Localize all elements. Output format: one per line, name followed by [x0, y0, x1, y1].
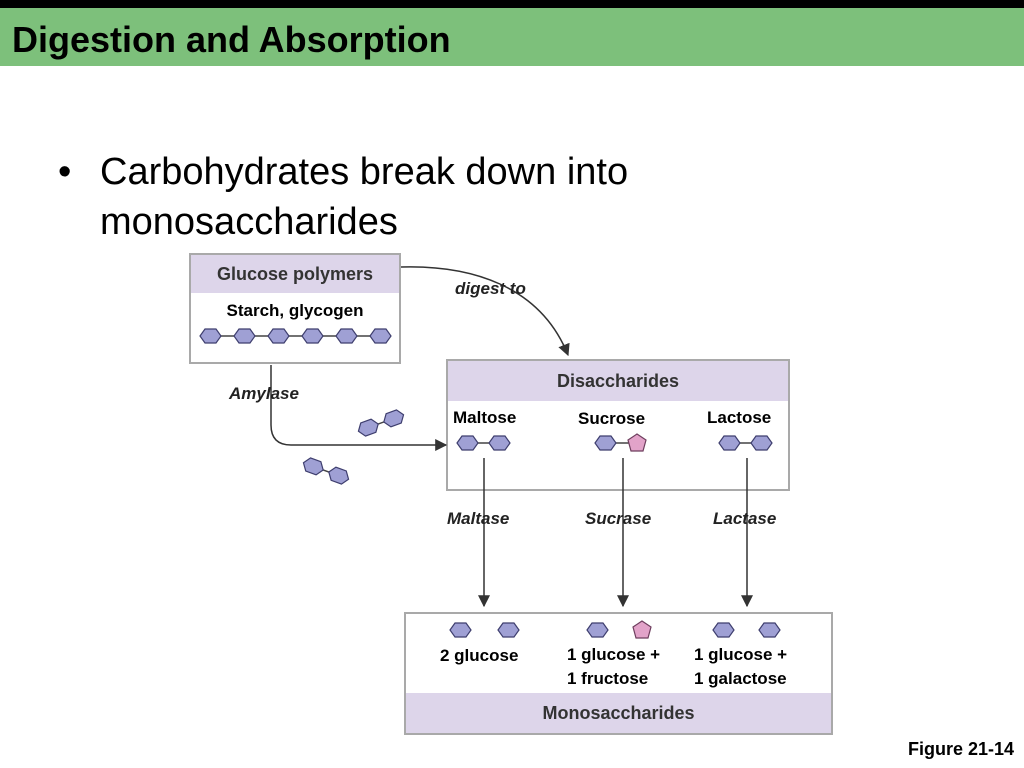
- disaccharides-box: Disaccharides: [446, 359, 790, 491]
- glucose-hexagon-icon: [586, 622, 609, 638]
- glucose-polymers-box: Glucose polymers Starch, glycogen: [189, 253, 401, 364]
- glucose-hexagon-icon: [449, 622, 472, 638]
- bullet-text: Carbohydrates break down into monosaccha…: [100, 151, 629, 243]
- product-lactose-line1: 1 glucose +: [694, 645, 788, 664]
- amylase-label: Amylase: [229, 384, 299, 403]
- maltose-label: Maltose: [453, 408, 517, 427]
- digest-to-label: digest to: [455, 279, 526, 298]
- free-maltose-icon: [357, 409, 405, 437]
- slide-title: Digestion and Absorption: [12, 19, 451, 60]
- sucrose-label: Sucrose: [578, 409, 646, 428]
- lactose-icon: [718, 435, 773, 451]
- starch-glycogen-label: Starch, glycogen: [226, 301, 364, 320]
- glucose-hexagon-icon: [199, 328, 222, 344]
- monosaccharides-header: Monosaccharides: [406, 693, 831, 733]
- glucose-hexagon-icon: [497, 622, 520, 638]
- maltose-icon: [456, 435, 511, 451]
- glucose-hexagon-icon: [712, 622, 735, 638]
- product-glucose-label: 2 glucose: [440, 646, 519, 665]
- free-maltose-icon: [302, 457, 350, 485]
- product-lactose-line2: 1 galactose: [694, 669, 787, 688]
- title-bar: Digestion and Absorption: [0, 8, 1024, 66]
- maltase-label: Maltase: [447, 509, 510, 528]
- galactose-hexagon-icon: [758, 622, 781, 638]
- lactase-label: Lactase: [713, 509, 777, 528]
- starch-chain-icon: [199, 328, 392, 344]
- figure-reference: Figure 21-14: [907, 739, 1014, 759]
- sucrase-label: Sucrase: [585, 509, 652, 528]
- fructose-pentagon-icon: [632, 620, 652, 639]
- disaccharides-header: Disaccharides: [448, 361, 788, 401]
- glucose-hexagon-icon: [233, 328, 256, 344]
- glucose-hexagon-icon: [335, 328, 358, 344]
- glucose-hexagon-icon: [267, 328, 290, 344]
- product-sucrose-line1: 1 glucose +: [567, 645, 661, 664]
- digest-to-arrow: [400, 266, 570, 357]
- top-border: [0, 0, 1024, 8]
- lactose-label: Lactose: [707, 408, 772, 427]
- glucose-polymers-header: Glucose polymers: [191, 255, 399, 293]
- amylase-arrow: [270, 365, 448, 451]
- sucrose-icon: [594, 433, 647, 452]
- glucose-hexagon-icon: [301, 328, 324, 344]
- monosaccharides-box: Monosaccharides: [404, 612, 833, 735]
- glucose-hexagon-icon: [369, 328, 392, 344]
- bullet-marker: •: [58, 151, 72, 193]
- product-sucrose-line2: 1 fructose: [567, 669, 649, 688]
